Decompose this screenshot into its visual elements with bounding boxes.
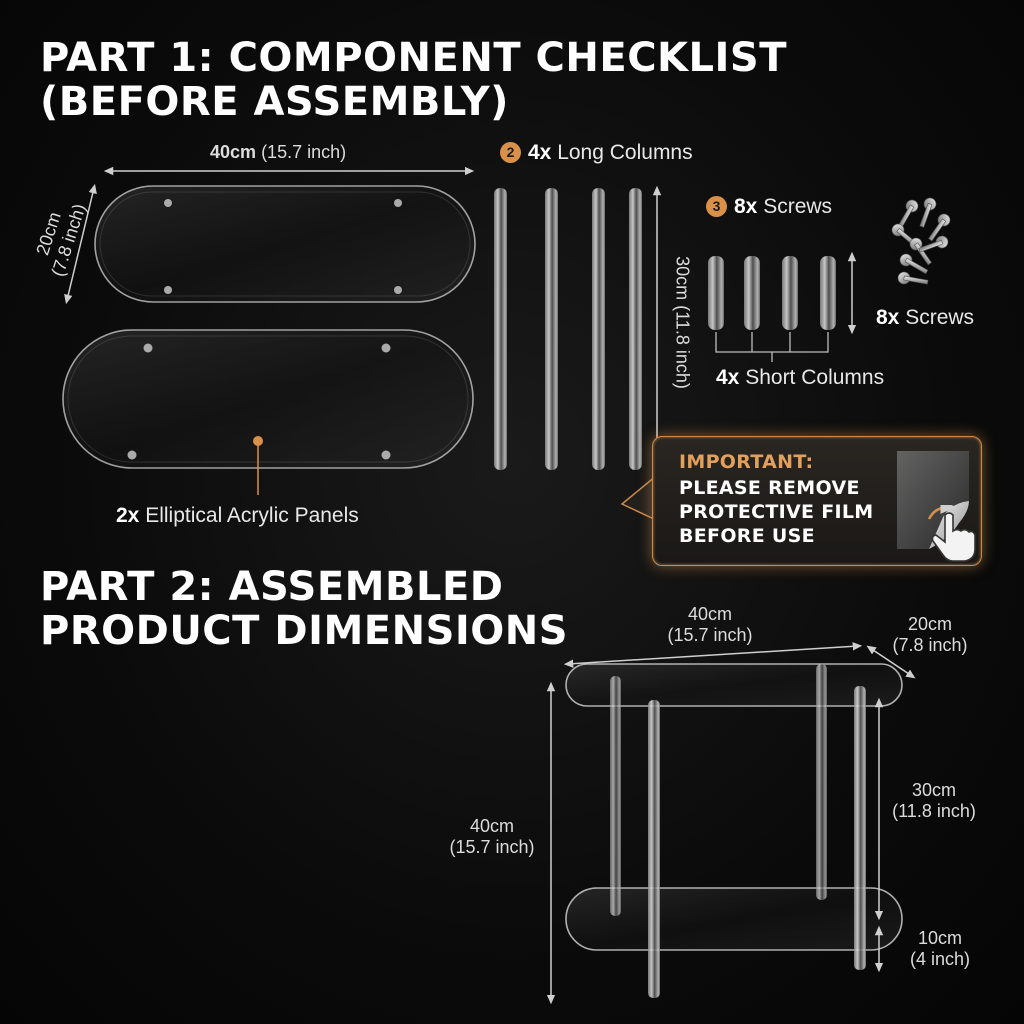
acrylic-panel-bottom [62, 329, 474, 469]
badge-2: 2 [500, 142, 521, 163]
leg-dimension: 10cm (4 inch) [896, 928, 984, 970]
table-width-value: 40cm [687, 604, 732, 624]
shelf-gap-dimension: 30cm (11.8 inch) [882, 780, 986, 822]
table-height-inch: (15.7 inch) [449, 837, 535, 857]
part1-title: PART 1: COMPONENT CHECKLIST (BEFORE ASSE… [40, 36, 787, 124]
part1-title-line1: PART 1: COMPONENT CHECKLIST [40, 35, 788, 81]
table-depth-inch: (7.8 inch) [892, 635, 968, 655]
screws-name: Screws [763, 195, 833, 218]
screws-label: 3 8x Screws [706, 195, 832, 219]
short-columns-label: 4x Short Columns [716, 366, 884, 390]
acrylic-panel-top [94, 185, 476, 303]
panels-label: 2x Elliptical Acrylic Panels [116, 504, 359, 528]
long-columns-label: 2 4x Long Columns [500, 141, 693, 165]
callout-line-2: PROTECTIVE FILM [679, 501, 874, 523]
long-columns [494, 188, 642, 470]
shelf-gap-value: 30cm [911, 780, 956, 800]
table-depth-dimension: 20cm (7.8 inch) [880, 614, 980, 656]
assembled-table [565, 663, 903, 998]
callout-line-3: BEFORE USE [679, 525, 815, 547]
panel-width-dimension: 40cm (15.7 inch) [210, 142, 346, 163]
leg-inch: (4 inch) [909, 949, 971, 969]
panel-width-value: 40cm [210, 142, 257, 162]
callout-title: IMPORTANT: [679, 451, 814, 473]
screws2-name: Screws [905, 306, 975, 329]
table-width-inch: (15.7 inch) [667, 625, 753, 645]
short-columns-count: 4x [716, 366, 740, 389]
panel-width-inch: (15.7 inch) [261, 142, 347, 162]
long-columns-count: 4x [528, 141, 552, 164]
short-columns-name: Short Columns [745, 366, 885, 389]
leg-value: 10cm [917, 928, 962, 948]
long-columns-name: Long Columns [557, 141, 693, 164]
important-callout: IMPORTANT: PLEASE REMOVE PROTECTIVE FILM… [652, 436, 982, 566]
panels-count: 2x [116, 504, 140, 527]
badge-3: 3 [706, 196, 727, 217]
hand-pointer-icon [927, 505, 976, 562]
screws2-count: 8x [876, 306, 900, 329]
table-depth-value: 20cm [907, 614, 952, 634]
part2-title: PART 2: ASSEMBLED PRODUCT DIMENSIONS [40, 565, 568, 653]
part2-title-line2: PRODUCT DIMENSIONS [40, 608, 569, 654]
long-columns-height: 30cm (11.8 inch) [672, 256, 693, 389]
table-width-dimension: 40cm (15.7 inch) [650, 604, 770, 646]
callout-line-1: PLEASE REMOVE [679, 477, 860, 499]
part2-title-line1: PART 2: ASSEMBLED [40, 564, 504, 610]
part1-title-line2: (BEFORE ASSEMBLY) [40, 79, 509, 125]
shelf-gap-inch: (11.8 inch) [892, 801, 976, 821]
screws-count: 8x [734, 195, 758, 218]
table-height-dimension: 40cm (15.7 inch) [432, 816, 552, 858]
short-columns [708, 256, 836, 330]
table-height-value: 40cm [469, 816, 514, 836]
screw-icon [891, 197, 951, 285]
panels-name: Elliptical Acrylic Panels [145, 504, 359, 527]
screws-label-secondary: 8x Screws [876, 306, 974, 330]
